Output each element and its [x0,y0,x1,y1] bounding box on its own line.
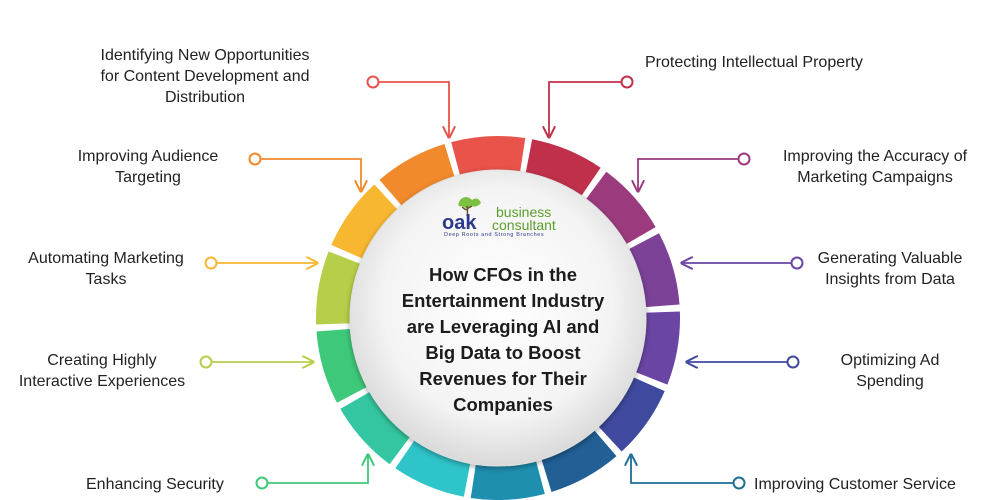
connector-dot [732,476,746,490]
label-customer-service: Improving Customer Service [754,476,956,493]
connector-dot [255,476,269,490]
oak-tree-logo-icon: oak [442,197,481,232]
connector-dot [204,256,218,270]
connector-arrow [379,81,449,136]
connector-dot [199,355,213,369]
connector-arrow [638,158,738,190]
label-valuable-insights: Generating Valuable Insights from Data [817,250,963,288]
ring-segment [316,328,369,403]
ring-segment [597,376,665,452]
center-title: How CFOs in the Entertainment Industry a… [401,264,605,415]
svg-text:oak: oak [442,212,477,232]
label-optimizing-ad-spending: Optimizing Ad Spending [840,352,940,390]
label-intellectual-property: Protecting Intellectual Property [645,54,863,71]
ring-segment [451,135,526,177]
ring-segment [379,144,456,208]
label-interactive-experiences: Creating Highly Interactive Experiences [18,352,186,390]
ring-segment [540,428,617,492]
ring-segment [525,139,601,198]
label-new-opportunities: Identifying New Opportunities for Conten… [100,47,310,106]
ring-segment [470,459,545,500]
connector-arrow [261,158,361,190]
ring-segment [395,438,471,497]
connectors [199,75,804,490]
label-audience-targeting: Improving Audience Targeting [77,148,219,186]
ring-segment [331,184,399,260]
logo-tagline: Deep Roots and Strong Branches [444,232,545,238]
ring-segment [627,233,680,308]
connector-dot [790,256,804,270]
connector-arrow [268,456,368,484]
center-disc [349,169,647,467]
label-automating-marketing: Automating Marketing Tasks [28,250,184,288]
connector-arrow [549,81,621,136]
ring-segment [340,390,412,465]
connector-dot [248,152,262,166]
ring-segment [584,171,656,246]
label-marketing-accuracy: Improving the Accuracy of Marketing Camp… [782,148,968,186]
label-enhancing-security: Enhancing Security [86,476,224,493]
connector-arrow [631,456,733,484]
logo-line1: business [496,204,552,220]
logo-line2: consultant [492,217,556,233]
company-logo: oak business consultant Deep Roots and S… [440,194,570,242]
connector-dot [620,75,634,89]
connector-dot [366,75,380,89]
connector-dot [737,152,751,166]
connector-dot [786,355,800,369]
